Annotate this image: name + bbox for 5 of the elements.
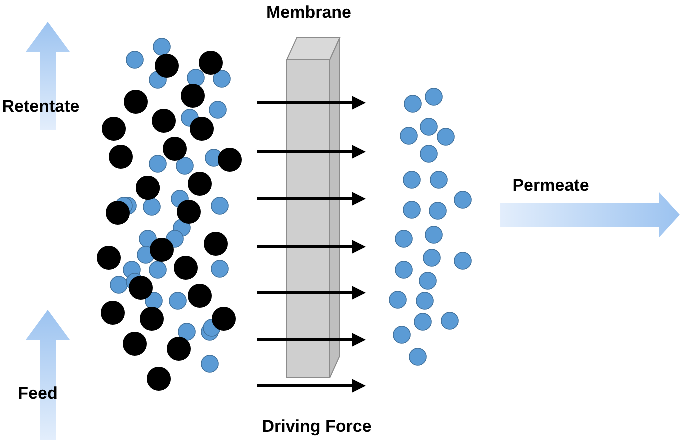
label-text: Permeate	[512, 176, 590, 196]
label-text: Driving Force	[262, 417, 372, 437]
label-text: Feed	[18, 384, 58, 404]
label-text: Membrane	[266, 3, 352, 23]
label-text: Retentate	[2, 97, 80, 117]
